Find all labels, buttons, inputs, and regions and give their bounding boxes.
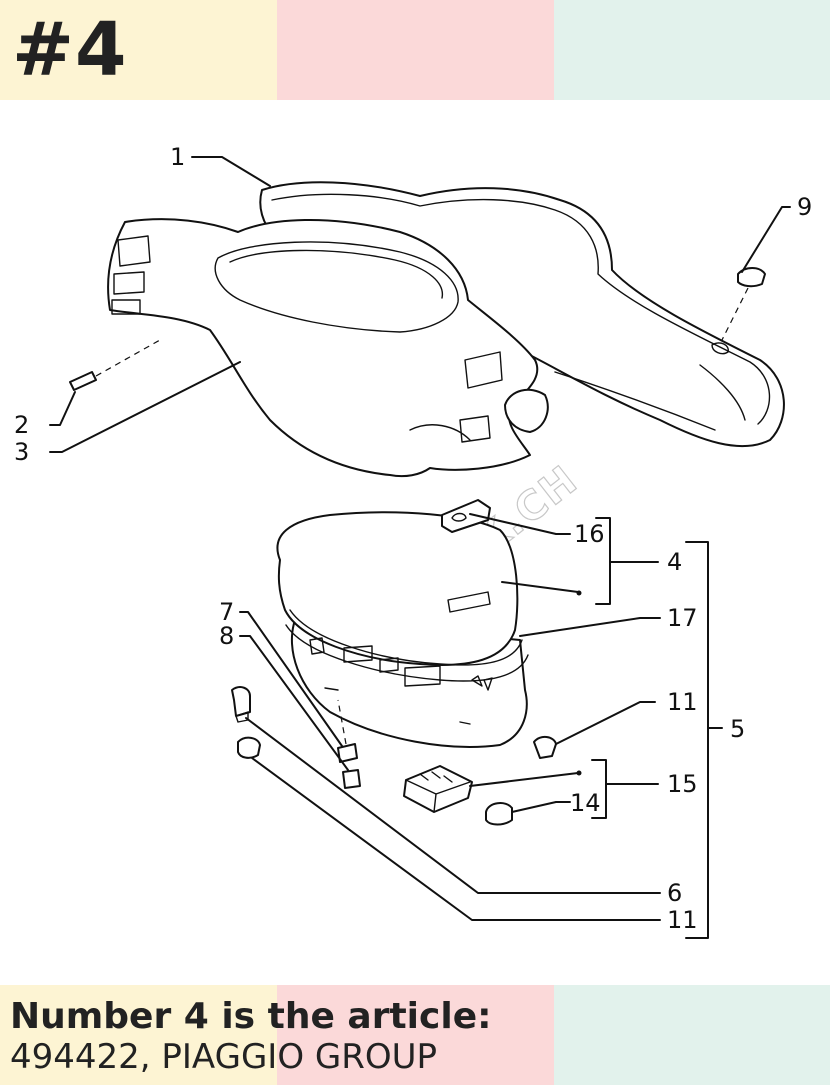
band-pink [277, 0, 554, 100]
label-14: 14 [570, 789, 601, 817]
label-7: 7 [219, 598, 234, 626]
label-1: 1 [170, 143, 185, 171]
part-labels: 1 9 2 3 16 4 7 17 8 11 5 15 14 6 11 [14, 143, 812, 934]
socket-part-11-upper [533, 736, 557, 759]
exploded-parts-diagram: MOTORK.CH [14, 143, 812, 939]
handlebar-front-cover [107, 218, 549, 478]
cap-part-14 [485, 802, 513, 826]
label-4: 4 [667, 548, 682, 576]
label-16: 16 [574, 520, 605, 548]
label-15: 15 [667, 770, 698, 798]
band-yellow-bottom [0, 985, 277, 1085]
header-band [0, 0, 830, 100]
label-11-lower: 11 [667, 906, 698, 934]
footer-band [0, 985, 830, 1085]
label-6: 6 [667, 879, 682, 907]
label-9: 9 [797, 193, 812, 221]
item-number-badge: #4 [12, 7, 128, 93]
article-heading: Number 4 is the article: [10, 996, 492, 1037]
label-2: 2 [14, 411, 29, 439]
band-pink-bottom [277, 985, 554, 1085]
article-reference: 494422, PIAGGIO GROUP [10, 1037, 438, 1077]
socket-part-11-lower [237, 736, 261, 759]
pad-part-16 [441, 499, 491, 533]
label-5: 5 [730, 715, 745, 743]
leader-lines [49, 156, 791, 939]
label-3: 3 [14, 438, 29, 466]
module-part-15 [403, 765, 473, 813]
band-yellow [0, 0, 277, 100]
screw-part-2 [69, 339, 161, 391]
bulb-part-6 [231, 686, 251, 723]
clip-part-9 [721, 267, 766, 341]
holder-part-8 [342, 769, 361, 789]
label-17: 17 [667, 604, 698, 632]
label-11-upper: 11 [667, 688, 698, 716]
band-mint [554, 0, 830, 100]
instrument-panel-assembly [276, 511, 529, 748]
label-8: 8 [219, 622, 234, 650]
band-mint-bottom [554, 985, 830, 1085]
